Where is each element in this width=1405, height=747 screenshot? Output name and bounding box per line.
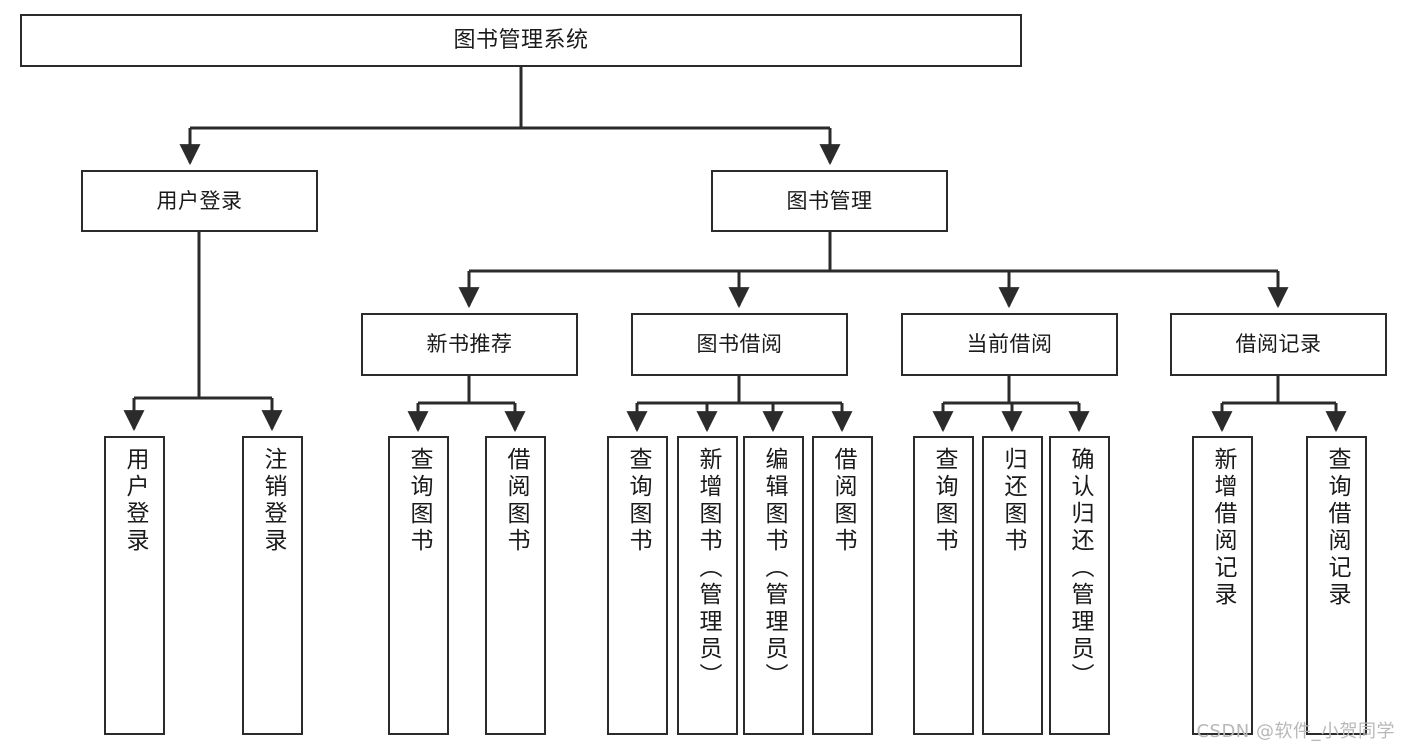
watermark-text: CSDN @软件_小贺同学 bbox=[1196, 721, 1395, 742]
node-book-management-label: 图书管理 bbox=[786, 188, 873, 213]
node-current-borrow-label: 当前借阅 bbox=[966, 332, 1053, 357]
node-user-login[interactable]: 用户登录 bbox=[81, 170, 318, 232]
node-leaf-user-login[interactable]: 用户登录 bbox=[104, 436, 165, 735]
node-leaf-edit-book-label: 编辑图书（管理员） bbox=[761, 447, 787, 690]
node-leaf-logout-login[interactable]: 注销登录 bbox=[242, 436, 303, 735]
node-leaf-borrow-book-2-label: 借阅图书 bbox=[830, 447, 856, 555]
node-new-book-recommend[interactable]: 新书推荐 bbox=[361, 313, 578, 376]
node-book-borrow[interactable]: 图书借阅 bbox=[631, 313, 848, 376]
node-user-login-label: 用户登录 bbox=[156, 188, 243, 213]
node-book-borrow-label: 图书借阅 bbox=[696, 332, 783, 357]
node-leaf-add-record[interactable]: 新增借阅记录 bbox=[1192, 436, 1253, 735]
node-leaf-query-book-1[interactable]: 查询图书 bbox=[388, 436, 449, 735]
node-leaf-query-book-3[interactable]: 查询图书 bbox=[913, 436, 974, 735]
node-leaf-user-login-label: 用户登录 bbox=[122, 447, 148, 555]
node-borrow-record[interactable]: 借阅记录 bbox=[1170, 313, 1387, 376]
node-leaf-add-book[interactable]: 新增图书（管理员） bbox=[677, 436, 738, 735]
node-leaf-add-book-label: 新增图书（管理员） bbox=[695, 447, 721, 690]
node-leaf-confirm-return[interactable]: 确认归还（管理员） bbox=[1049, 436, 1110, 735]
node-leaf-query-record[interactable]: 查询借阅记录 bbox=[1306, 436, 1367, 735]
node-root[interactable]: 图书管理系统 bbox=[20, 14, 1022, 67]
node-leaf-query-book-1-label: 查询图书 bbox=[406, 447, 432, 555]
node-leaf-return-book-label: 归还图书 bbox=[1000, 447, 1026, 555]
node-leaf-query-book-2-label: 查询图书 bbox=[625, 447, 651, 555]
node-leaf-borrow-book-1[interactable]: 借阅图书 bbox=[485, 436, 546, 735]
node-root-label: 图书管理系统 bbox=[453, 27, 589, 53]
node-borrow-record-label: 借阅记录 bbox=[1235, 332, 1322, 357]
node-leaf-return-book[interactable]: 归还图书 bbox=[982, 436, 1043, 735]
node-leaf-query-book-2[interactable]: 查询图书 bbox=[607, 436, 668, 735]
node-leaf-logout-login-label: 注销登录 bbox=[260, 447, 286, 555]
node-new-book-recommend-label: 新书推荐 bbox=[426, 332, 513, 357]
node-leaf-add-record-label: 新增借阅记录 bbox=[1210, 447, 1236, 609]
node-leaf-query-record-label: 查询借阅记录 bbox=[1324, 447, 1350, 609]
node-leaf-borrow-book-1-label: 借阅图书 bbox=[503, 447, 529, 555]
node-leaf-borrow-book-2[interactable]: 借阅图书 bbox=[812, 436, 873, 735]
node-leaf-query-book-3-label: 查询图书 bbox=[931, 447, 957, 555]
node-current-borrow[interactable]: 当前借阅 bbox=[901, 313, 1118, 376]
node-leaf-edit-book[interactable]: 编辑图书（管理员） bbox=[743, 436, 804, 735]
node-book-management[interactable]: 图书管理 bbox=[711, 170, 948, 232]
node-leaf-confirm-return-label: 确认归还（管理员） bbox=[1067, 447, 1093, 690]
